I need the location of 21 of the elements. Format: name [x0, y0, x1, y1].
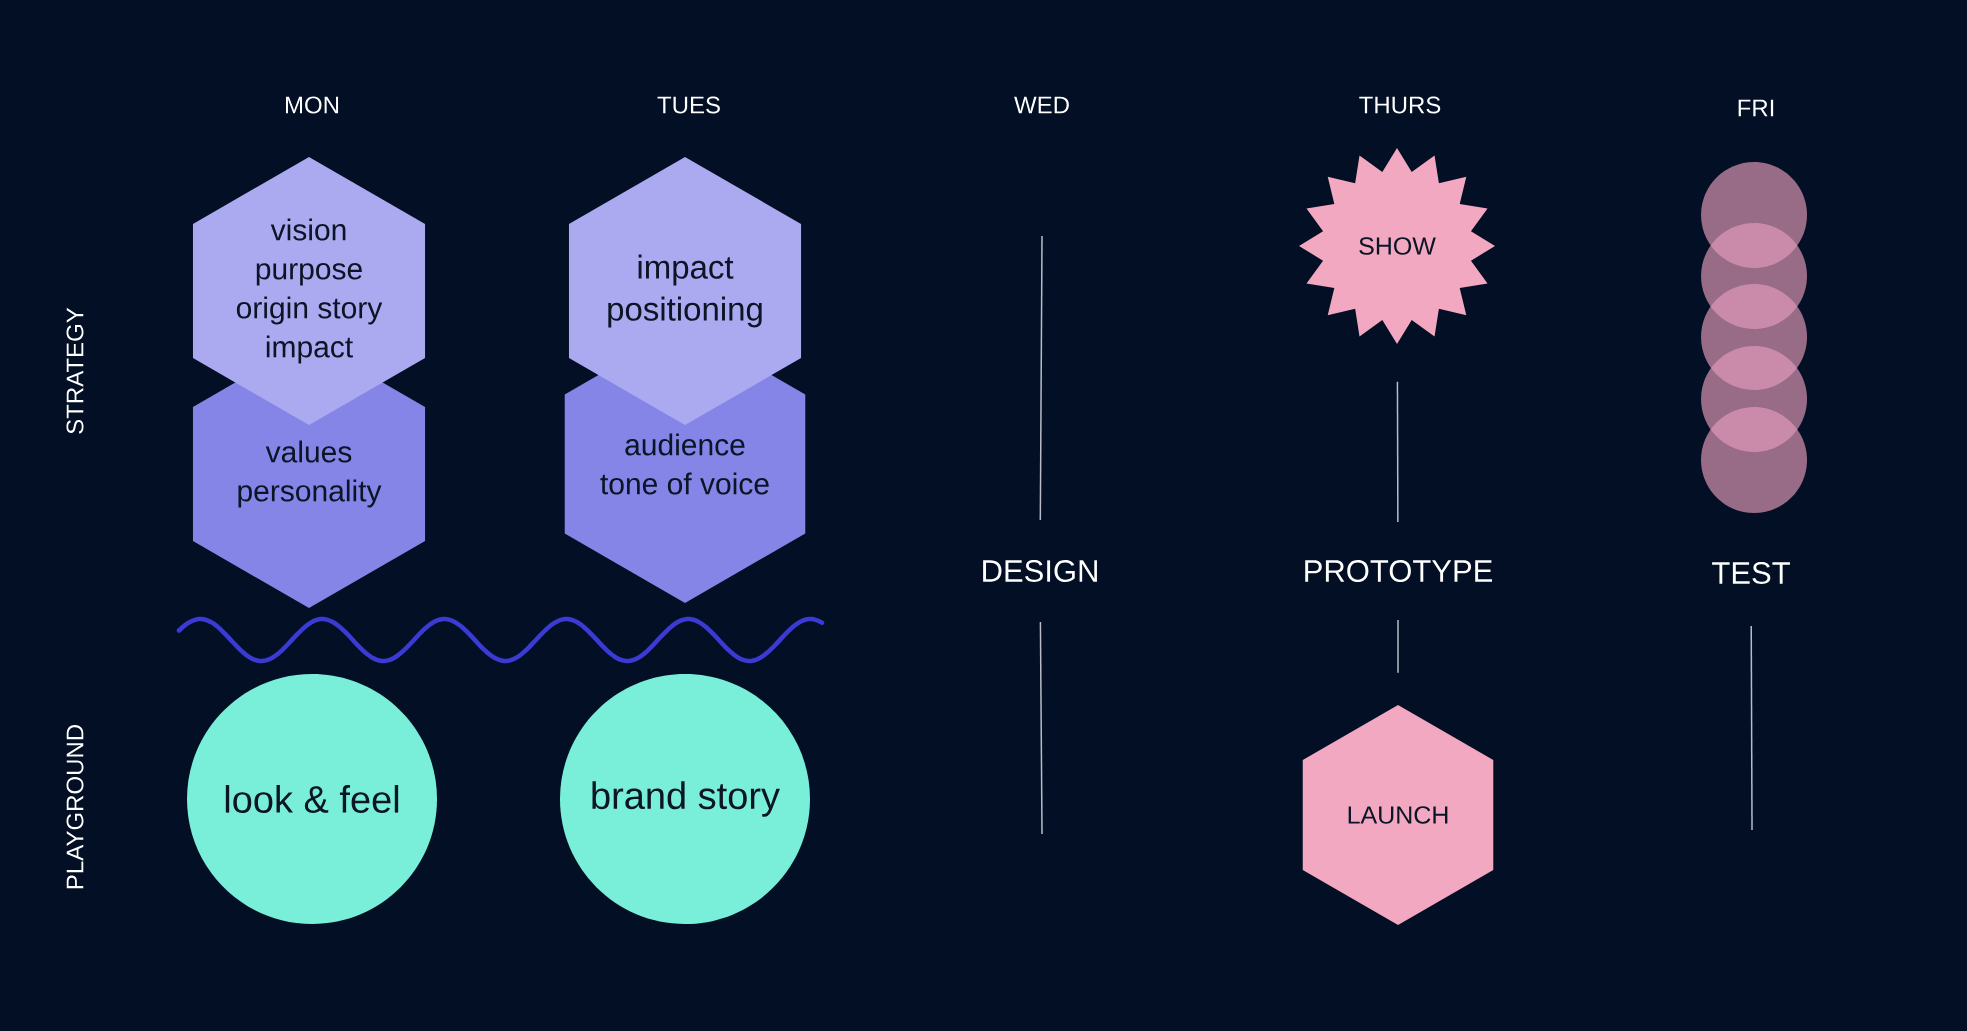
- stage-label: DESIGN: [983, 560, 1097, 582]
- connector-line: [1039, 235, 1043, 521]
- circle-node: look & feel: [187, 674, 437, 924]
- connector-line: [1397, 619, 1399, 674]
- hexagon-box: impact positioning: [568, 157, 802, 425]
- day-heading: WED: [1014, 96, 1069, 114]
- row-label: PLAYGROUND: [66, 725, 84, 889]
- connector-line: [1750, 625, 1753, 831]
- hexagon-box: LAUNCH: [1302, 705, 1494, 925]
- day-heading: TUES: [657, 96, 720, 114]
- day-heading: THURS: [1359, 96, 1441, 114]
- star-burst: SHOW: [1299, 148, 1495, 344]
- row-label: STRATEGY: [66, 307, 84, 434]
- stage-label: TEST: [1712, 562, 1790, 584]
- connector-line: [1039, 621, 1043, 835]
- hexagon-box: vision purpose origin story impact: [192, 157, 426, 425]
- connector-line: [1396, 380, 1399, 523]
- day-heading: MON: [286, 96, 339, 114]
- day-heading: FRI: [1738, 99, 1774, 117]
- stage-label: PROTOTYPE: [1305, 560, 1493, 582]
- circle-node: brand story: [560, 674, 810, 924]
